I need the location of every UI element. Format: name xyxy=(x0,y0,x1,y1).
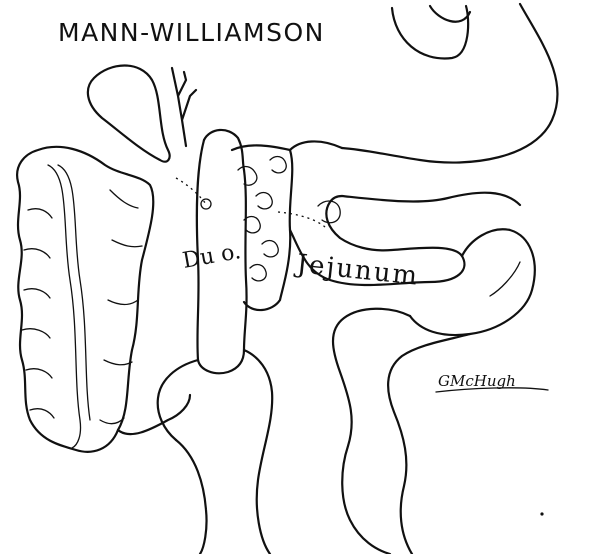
ink-dot xyxy=(540,512,543,515)
duodenum-label: Du o. xyxy=(181,239,243,274)
jejunum xyxy=(278,141,535,335)
pancreas xyxy=(232,145,292,310)
stomach xyxy=(342,4,558,205)
jejunum-label: Jejunum xyxy=(292,249,420,292)
small-intestine xyxy=(158,309,470,554)
gallbladder xyxy=(88,66,196,162)
colon xyxy=(17,147,190,452)
